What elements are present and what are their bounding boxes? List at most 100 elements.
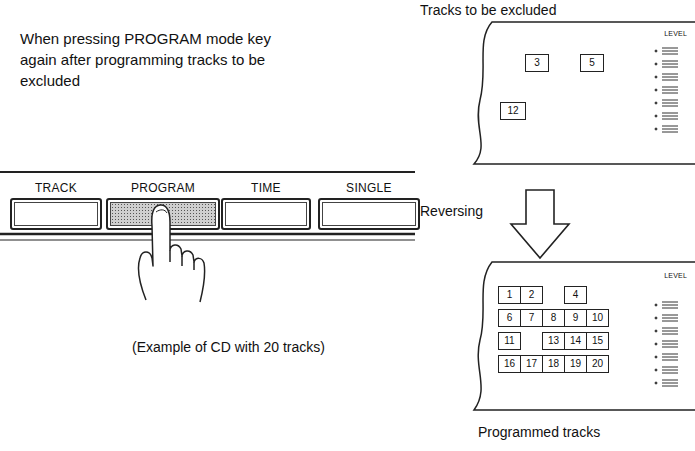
pressing-hand (138, 205, 204, 302)
meter-tick (655, 330, 657, 332)
meter-bar (662, 106, 678, 107)
meter-bar (662, 354, 678, 355)
meter-bar (662, 341, 678, 342)
reversing-arrow (511, 190, 569, 258)
meter-tick (655, 317, 657, 319)
meter-tick (655, 304, 657, 306)
meter-tick (655, 50, 657, 52)
meter-bar (662, 100, 678, 101)
track-box: 15 (586, 332, 609, 350)
mode-key: TIME (221, 181, 311, 226)
meter-bar (662, 51, 678, 52)
track-box: 7 (520, 309, 543, 327)
track-number: 5 (581, 55, 603, 70)
meter-bar (662, 54, 678, 55)
level-label: LEVEL (664, 272, 687, 279)
track-number: 8 (543, 310, 564, 325)
meter-bar (662, 90, 678, 91)
meter-bar (662, 132, 678, 133)
track-number: 19 (565, 356, 586, 371)
track-number: 14 (565, 333, 586, 348)
edge-label: Reversing (420, 203, 483, 219)
display-panel: LEVEL 3 5 12 (470, 20, 695, 190)
track-number: 2 (521, 287, 542, 302)
key-label: PROGRAM (106, 181, 220, 195)
meter-bar (662, 367, 678, 368)
track-box: 8 (542, 309, 565, 327)
track-box: 12 (500, 102, 526, 120)
track-number: 11 (499, 333, 520, 348)
meter-bar (662, 380, 678, 381)
track-number: 16 (499, 356, 520, 371)
meter-bar (662, 308, 678, 309)
meter-bar (662, 116, 678, 117)
meter-bar (662, 113, 678, 114)
meter-tick (655, 63, 657, 65)
key-label: TRACK (10, 181, 102, 195)
track-number: 1 (499, 287, 520, 302)
track-box: 19 (564, 355, 587, 373)
meter-bar (662, 61, 678, 62)
track-box: 2 (520, 286, 543, 304)
track-number: 4 (565, 287, 586, 302)
key-button (10, 198, 102, 230)
key-label: SINGLE (318, 181, 420, 195)
meter-bar (662, 302, 678, 303)
track-box: 6 (498, 309, 521, 327)
meter-bar (662, 373, 678, 374)
track-number: 10 (587, 310, 608, 325)
track-box: 20 (586, 355, 609, 373)
track-number: 15 (587, 333, 608, 348)
track-box: 16 (498, 355, 521, 373)
meter-bar (662, 87, 678, 88)
track-box: 11 (498, 332, 521, 350)
display-outline (474, 22, 695, 410)
meter-tick (655, 102, 657, 104)
caption-note: (Example of CD with 20 tracks) (132, 339, 325, 355)
meter-bar (662, 93, 678, 94)
track-number: 6 (499, 310, 520, 325)
mode-key: SINGLE (318, 181, 420, 226)
track-box: 10 (586, 309, 609, 327)
track-box: 13 (542, 332, 565, 350)
display-panel: LEVEL 12 4 678910 11 131415 1617181920 (470, 258, 695, 410)
meter-bar (662, 126, 678, 127)
meter-tick (655, 76, 657, 78)
meter-bar (662, 129, 678, 130)
meter-bar (662, 48, 678, 49)
level-meter (655, 48, 678, 386)
track-number: 17 (521, 356, 542, 371)
track-number: 9 (565, 310, 586, 325)
track-number: 12 (501, 103, 525, 118)
meter-bar (662, 80, 678, 81)
key-label: TIME (221, 181, 311, 195)
meter-bar (662, 315, 678, 316)
track-number: 7 (521, 310, 542, 325)
meter-tick (655, 369, 657, 371)
meter-bar (662, 318, 678, 319)
meter-tick (655, 115, 657, 117)
meter-bar (662, 386, 678, 387)
track-box: 3 (525, 54, 549, 72)
meter-bar (662, 357, 678, 358)
mode-key: TRACK (10, 181, 102, 226)
meter-bar (662, 77, 678, 78)
meter-bar (662, 67, 678, 68)
level-label: LEVEL (664, 30, 687, 37)
meter-tick (655, 343, 657, 345)
track-number: 20 (587, 356, 608, 371)
track-box: 14 (564, 332, 587, 350)
meter-bar (662, 305, 678, 306)
track-number: 13 (543, 333, 564, 348)
track-box: 4 (564, 286, 587, 304)
meter-bar (662, 344, 678, 345)
track-number: 18 (543, 356, 564, 371)
display-heading: Programmed tracks (478, 424, 600, 440)
track-box: 1 (498, 286, 521, 304)
meter-bar (662, 383, 678, 384)
track-number: 3 (526, 55, 548, 70)
meter-bar (662, 64, 678, 65)
meter-bar (662, 74, 678, 75)
